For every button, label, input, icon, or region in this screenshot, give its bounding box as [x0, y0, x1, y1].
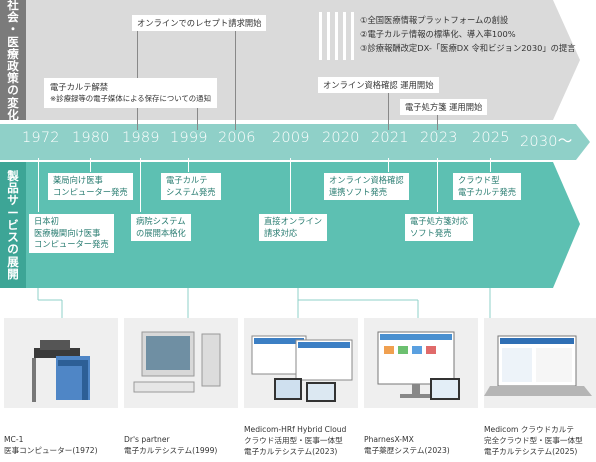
caption-mc1-name: MC-1: [4, 435, 24, 444]
caption-hrf-name: Medicom-HRf Hybrid Cloud: [244, 425, 347, 434]
tick-1989: [140, 158, 141, 212]
caption-drs-desc: 電子カルテシステム(1999): [124, 446, 218, 455]
caption-pharnesx: PharnesX-MX 電子薬歴システム(2023): [364, 434, 450, 456]
policy-label-bg: [0, 0, 26, 120]
product-label-bg: [0, 162, 26, 288]
medicom-hrf-screens-icon: [251, 335, 353, 402]
caption-drs-name: Dr's partner: [124, 435, 170, 444]
caption-cloud-name: Medicom クラウドカルテ: [484, 425, 574, 434]
event-cloud-line1: クラウド型: [458, 175, 500, 185]
timeline-band: [0, 124, 590, 160]
event-hospital-line2: の展開本格化: [136, 227, 186, 238]
event-first-line3: コンピューター発売: [34, 239, 109, 249]
tick-2006: [235, 24, 236, 130]
caption-cloud-desc: 完全クラウド型・医事一体型: [484, 436, 583, 445]
product-image-pharnesx: [364, 318, 478, 408]
event-hospital-system: 病院システム の展開本格化: [130, 213, 192, 242]
mc1-computer-icon: [32, 340, 90, 402]
year-2023: 2023: [420, 130, 458, 146]
product-image-drs-partner: [124, 318, 238, 408]
policy-section-label: 社会・医療政策の変化: [7, 0, 19, 122]
product-image-mc1: [4, 318, 118, 408]
tick-2023: [437, 112, 438, 130]
event-first-line1: 日本初: [34, 216, 59, 226]
event-first-line2: 医療機関向け医事: [34, 227, 101, 238]
event-hospital-line1: 病院システム: [136, 216, 186, 226]
caption-pharnesx-desc: 電子薬歴システム(2023): [364, 446, 450, 455]
tick-2006-online-receipt: [137, 24, 138, 130]
caption-mc1: MC-1 医事コンピューター(1972): [4, 434, 98, 456]
event-pharmacy-line2: コンピューター発売: [53, 186, 128, 197]
drs-partner-computer-icon: [133, 331, 221, 393]
tick-2021: [388, 88, 389, 130]
event-first-medical-computer: 日本初 医療機関向け医事 コンピューター発売: [28, 213, 115, 254]
event-ehr-line2: システム発売: [166, 186, 216, 197]
event-qualification-software: オンライン資格確認 連携ソフト発売: [323, 172, 410, 201]
product-image-medicom-hrf: [244, 318, 358, 408]
year-1972: 1972: [22, 130, 60, 146]
event-online-qualification: オンライン資格確認 運用開始: [318, 77, 439, 93]
tick-1980: [90, 158, 91, 172]
event-cloud-ehr: クラウド型 電子カルテ発売: [452, 172, 523, 201]
product-section-label: 製品サービスの展開: [7, 169, 19, 281]
caption-medicom-hrf: Medicom-HRf Hybrid Cloud クラウド活用型・医事一体型 電…: [244, 424, 346, 457]
year-1989: 1989: [122, 130, 160, 146]
event-online-receipt: オンラインでのレセプト請求開始: [132, 15, 267, 31]
event-eprescription-software: 電子処方箋対応 ソフト発売: [404, 213, 475, 242]
year-2020: 2020: [322, 130, 360, 146]
event-pharmacy-line1: 薬局向け医事: [53, 175, 103, 185]
caption-cloud-desc2: 電子カルテシステム(2025): [484, 447, 578, 456]
caption-hrf-desc2: 電子カルテシステム(2023): [244, 447, 338, 456]
year-2030: 2030〜: [520, 134, 573, 150]
dx-stripes: [319, 12, 354, 60]
tick-2021p: [388, 158, 389, 172]
event-direct-line1: 直接オンライン: [264, 216, 323, 226]
tick-1999p: [188, 158, 189, 172]
tick-1999-ehr-ban: [197, 106, 198, 130]
event-e-prescription: 電子処方箋 運用開始: [400, 99, 488, 115]
event-pharmacy-computer: 薬局向け医事 コンピューター発売: [47, 172, 134, 201]
tick-2009: [290, 158, 291, 212]
event-direct-online: 直接オンライン 請求対応: [258, 213, 329, 242]
year-2025: 2025: [472, 130, 510, 146]
caption-mc1-desc: 医事コンピューター(1972): [4, 446, 98, 455]
tick-1972: [38, 158, 39, 212]
event-qual-line2: 連携ソフト発売: [329, 186, 388, 197]
event-epres-line2: ソフト発売: [410, 227, 452, 238]
year-2006: 2006: [218, 130, 256, 146]
event-ehr-ban-title: 電子カルテ解禁: [50, 82, 109, 92]
product-connectors: [37, 288, 491, 318]
event-ehr-ban: 電子カルテ解禁 ※診療録等の電子媒体による保存についての通知: [44, 78, 217, 108]
event-qual-line1: オンライン資格確認: [329, 175, 404, 185]
event-cloud-line2: 電子カルテ発売: [458, 186, 517, 197]
event-ehr-ban-note: ※診療録等の電子媒体による保存についての通知: [50, 94, 211, 103]
tick-2023p: [437, 158, 438, 212]
dx-item-3: ③診療報酬改定DX-「医療DX 令和ビジョン2030」の提言: [360, 43, 576, 53]
year-1980: 1980: [72, 130, 110, 146]
dx-item-2: ②電子カルテ情報の標準化、導入率100%: [360, 29, 516, 39]
event-ehr-system: 電子カルテ システム発売: [160, 172, 222, 201]
caption-pharnesx-name: PharnesX-MX: [364, 435, 414, 444]
year-1999: 1999: [170, 130, 208, 146]
year-2021: 2021: [371, 130, 409, 146]
event-direct-line2: 請求対応: [264, 227, 298, 238]
caption-drs-partner: Dr's partner 電子カルテシステム(1999): [124, 434, 217, 456]
pharnesx-screen-icon: [377, 331, 460, 400]
tick-2025p: [490, 158, 491, 172]
caption-hrf-desc: クラウド活用型・医事一体型: [244, 436, 343, 445]
medicom-cloud-laptop-icon: [484, 335, 592, 396]
event-epres-line1: 電子処方箋対応: [410, 216, 469, 226]
year-2009: 2009: [272, 130, 310, 146]
event-ehr-line1: 電子カルテ: [166, 175, 208, 185]
caption-medicom-cloud: Medicom クラウドカルテ 完全クラウド型・医事一体型 電子カルテシステム(…: [484, 424, 583, 457]
product-image-medicom-cloud: [484, 318, 596, 408]
dx-item-1: ①全国医療情報プラットフォームの創設: [360, 15, 509, 25]
